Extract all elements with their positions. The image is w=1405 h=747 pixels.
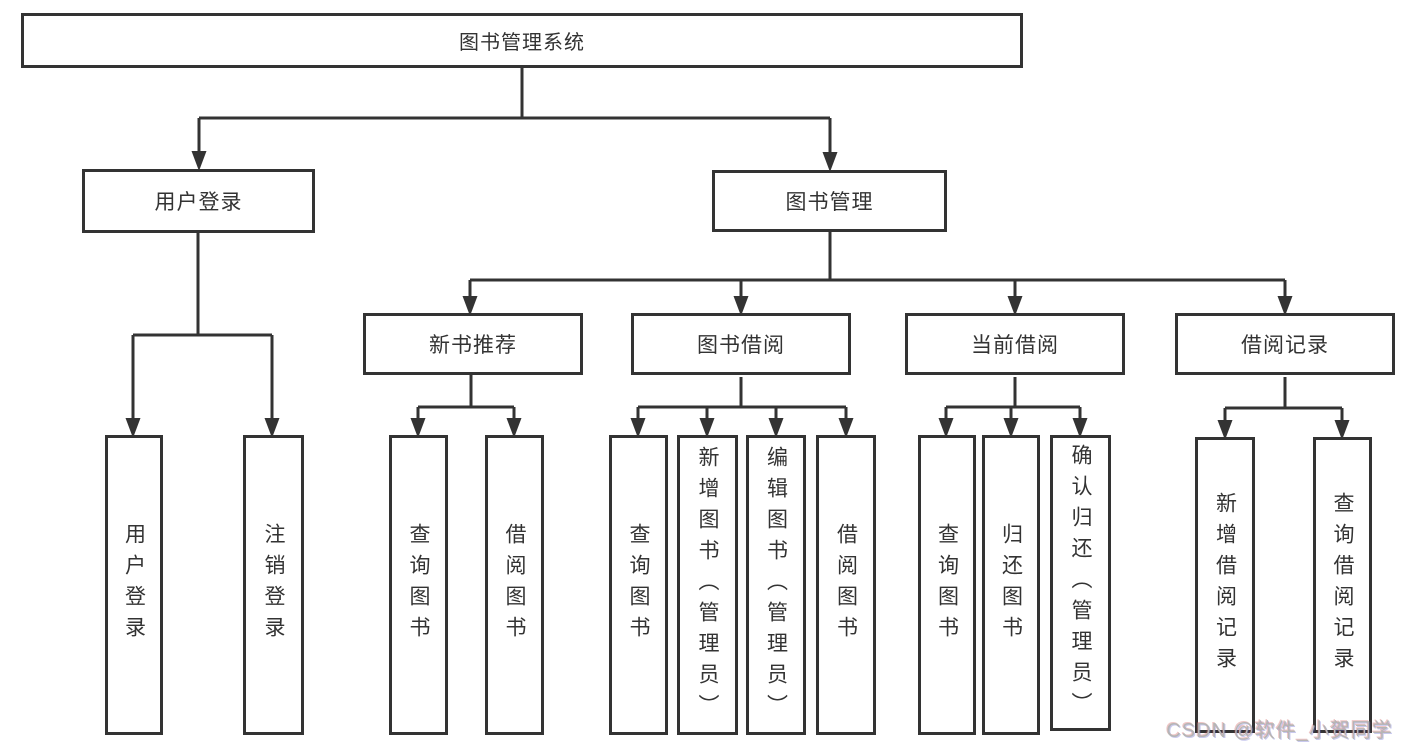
node-label: 用户登录: [154, 191, 243, 214]
node-book-management: 图书管理: [712, 170, 947, 232]
leaf-label: 确认归还（管理员）: [1069, 443, 1092, 723]
node-user-login: 用户登录: [82, 169, 315, 233]
leaf-label: 借阅图书: [834, 523, 858, 647]
node-label: 新书推荐: [429, 334, 517, 357]
root-label: 图书管理系统: [459, 32, 585, 54]
leaf-label: 查询图书: [407, 523, 430, 647]
leaf-query-books-recommend: 查询图书: [389, 435, 448, 735]
node-label: 当前借阅: [971, 334, 1059, 357]
leaf-label: 编辑图书（管理员）: [764, 445, 788, 725]
leaf-confirm-return-admin: 确认归还（管理员）: [1050, 435, 1111, 731]
leaf-label: 注销登录: [262, 523, 285, 647]
leaf-edit-book-admin: 编辑图书（管理员）: [746, 435, 806, 735]
node-label: 借阅记录: [1241, 334, 1329, 357]
node-current-borrow: 当前借阅: [905, 313, 1125, 375]
leaf-label: 用户登录: [122, 523, 146, 647]
node-label: 图书管理: [785, 191, 874, 214]
node-new-book-recommend: 新书推荐: [363, 313, 583, 375]
leaf-borrow-books-recommend: 借阅图书: [485, 435, 544, 735]
leaf-add-borrow-record: 新增借阅记录: [1195, 437, 1255, 733]
node-book-borrow: 图书借阅: [631, 313, 851, 375]
node-root: 图书管理系统: [21, 13, 1023, 68]
leaf-label: 查询图书: [627, 523, 650, 647]
leaf-label: 查询图书: [935, 523, 959, 647]
leaf-return-book: 归还图书: [982, 435, 1040, 735]
leaf-query-books-current: 查询图书: [918, 435, 976, 735]
leaf-label: 新增借阅记录: [1213, 492, 1237, 678]
node-borrow-records: 借阅记录: [1175, 313, 1395, 375]
leaf-query-books-borrow: 查询图书: [609, 435, 668, 735]
leaf-label: 查询借阅记录: [1331, 492, 1354, 678]
leaf-logout: 注销登录: [243, 435, 304, 735]
leaf-label: 借阅图书: [503, 523, 526, 647]
leaf-label: 新增图书（管理员）: [696, 445, 719, 725]
node-label: 图书借阅: [697, 334, 785, 357]
leaf-user-login: 用户登录: [105, 435, 163, 735]
leaf-query-borrow-record: 查询借阅记录: [1313, 437, 1372, 733]
leaf-borrow-books: 借阅图书: [816, 435, 876, 735]
leaf-add-book-admin: 新增图书（管理员）: [677, 435, 738, 735]
watermark: CSDN @软件_小贺同学: [1166, 720, 1393, 742]
leaf-label: 归还图书: [999, 523, 1023, 647]
